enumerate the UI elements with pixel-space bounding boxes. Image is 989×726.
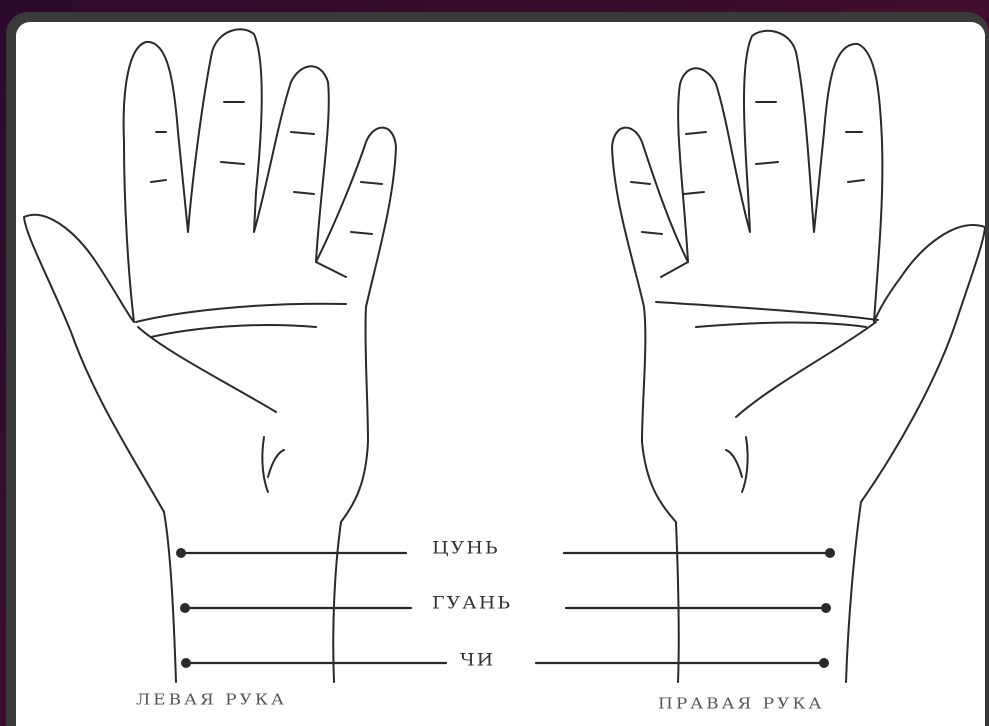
left-palm-crease-4 [262,437,284,492]
left-palm-crease-3 [138,327,276,412]
pulse-label-guan: ГУАНЬ [428,593,516,613]
pulse-dot-right-chi [819,658,829,668]
pulse-dot-right-cun [825,548,835,558]
pulse-label-cun: ЦУНЬ [428,538,504,558]
left-wrist-outline [164,512,176,682]
pulse-dot-left-cun [176,548,186,558]
right-hand-label: ПРАВАЯ РУКА [658,695,824,713]
right-palm-crease-1 [656,302,878,320]
right-hand-drawing [612,31,985,682]
pulse-dot-left-chi [181,658,191,668]
pulse-dot-right-guan [821,603,831,613]
left-hand-outline [24,29,396,682]
right-palm-crease-3 [736,322,876,417]
hands-illustration [16,22,985,726]
pulse-label-chi: ЧИ [456,650,499,670]
right-hand-outline [612,31,985,682]
left-palm-crease-1 [136,304,346,322]
right-wrist-outline [846,502,861,682]
pulse-dot-left-guan [180,603,190,613]
left-hand-label: ЛЕВАЯ РУКА [136,691,287,709]
left-hand-drawing [24,29,396,682]
left-palm-crease-2 [151,325,316,337]
right-palm-crease-2 [696,322,866,327]
right-palm-crease-4 [726,437,748,492]
diagram-panel: ЦУНЬ ГУАНЬ ЧИ ЛЕВАЯ РУКА ПРАВАЯ РУКА [16,22,985,726]
